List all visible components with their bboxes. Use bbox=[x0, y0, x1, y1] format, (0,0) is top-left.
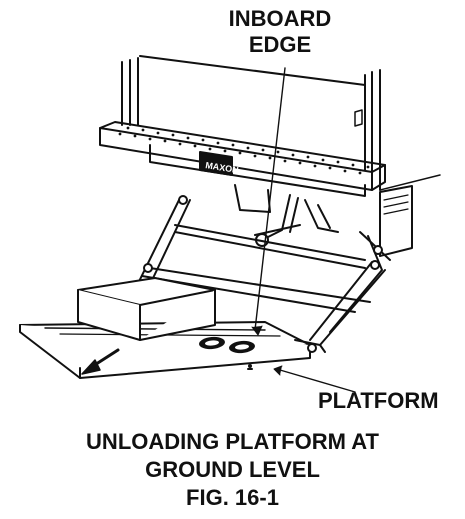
platform-callout: PLATFORM bbox=[318, 388, 439, 413]
figure-caption: UNLOADING PLATFORM AT GROUND LEVEL FIG. … bbox=[60, 428, 405, 512]
sill-dots bbox=[118, 126, 370, 175]
footprint-treads bbox=[199, 336, 255, 354]
mount-frame: MAXON bbox=[149, 144, 413, 257]
inboard-edge-callout: INBOARD EDGE bbox=[205, 6, 355, 58]
vehicle-body bbox=[121, 55, 441, 191]
leader-lines bbox=[251, 67, 356, 393]
inboard-edge-leader bbox=[254, 67, 286, 331]
unload-direction-arrow bbox=[81, 348, 120, 375]
caption-line-2: GROUND LEVEL bbox=[145, 457, 320, 482]
truck-sill bbox=[99, 121, 386, 191]
figure-number: FIG. 16-1 bbox=[186, 485, 279, 510]
caption-line-1: UNLOADING PLATFORM AT bbox=[86, 429, 379, 454]
callout-line: EDGE bbox=[248, 32, 312, 57]
platform-leader bbox=[279, 369, 356, 393]
hydraulic-cylinders bbox=[234, 184, 339, 247]
callout-line: INBOARD bbox=[228, 6, 332, 31]
cargo-box bbox=[77, 277, 216, 341]
